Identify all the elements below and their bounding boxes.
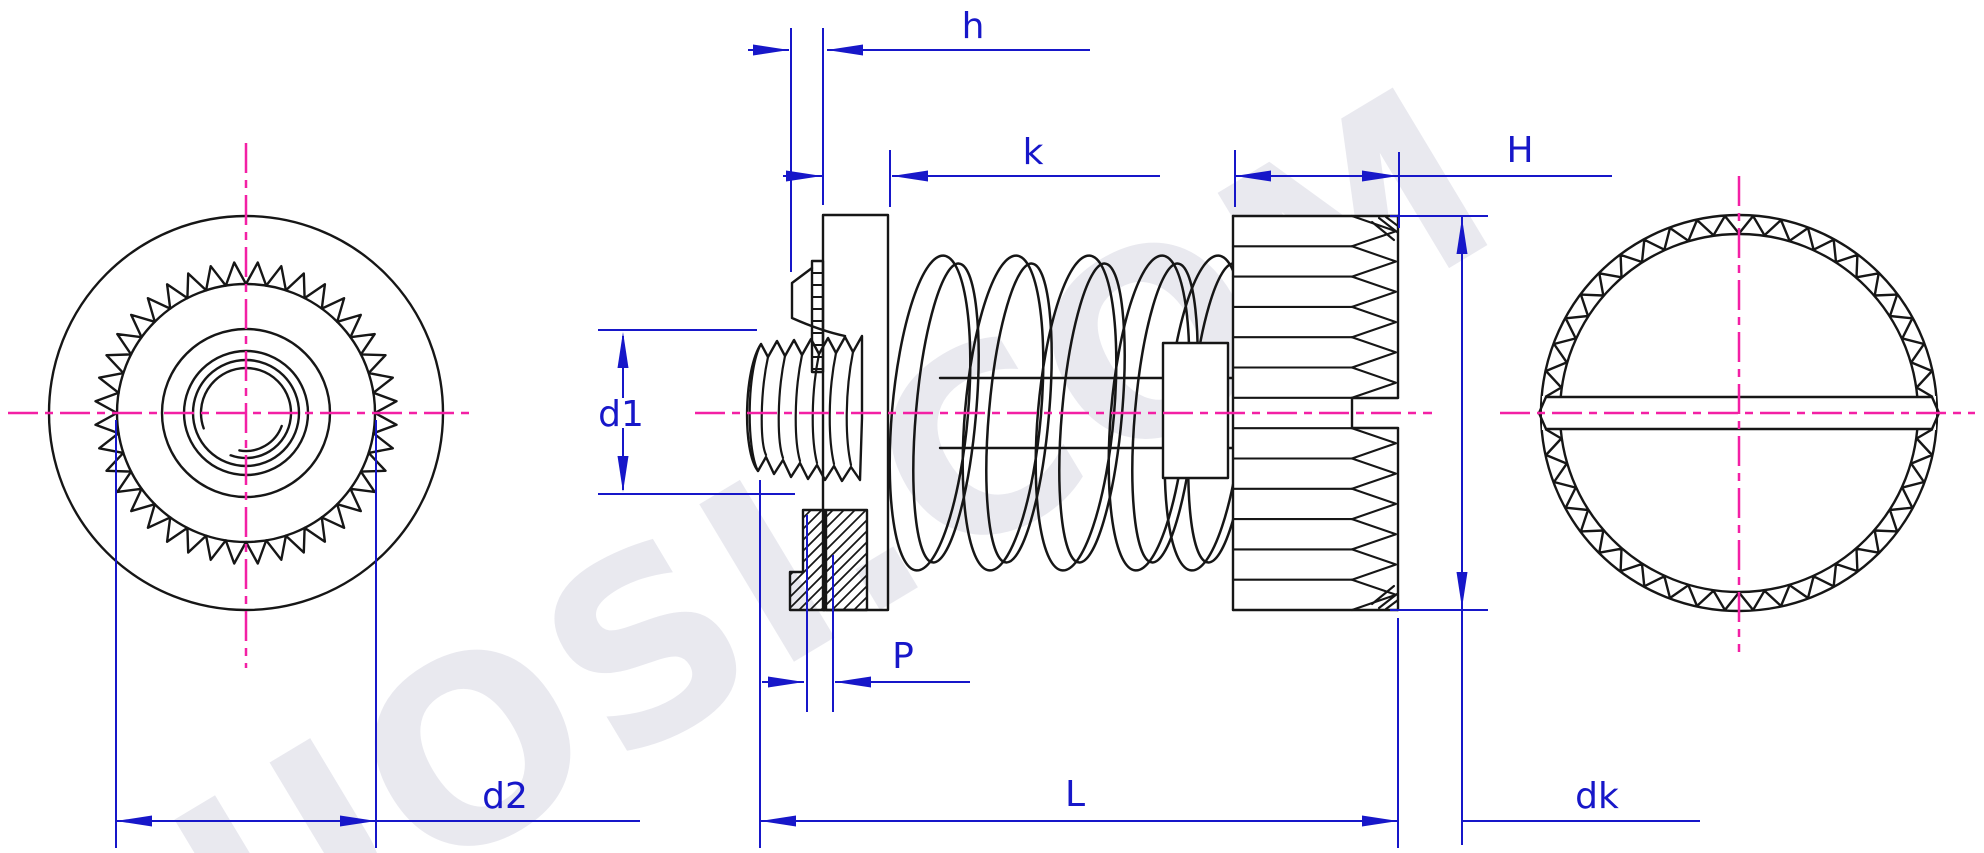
thread-in-hole [810, 259, 825, 374]
dim-label-k: k [1023, 132, 1044, 173]
knurled-head [1231, 214, 1400, 612]
dim-label-P: P [892, 636, 914, 677]
dim-label-d1: d1 [598, 394, 644, 435]
flange-wedge [790, 266, 847, 338]
dimension-labels: h k H d1 P d2 L dk [482, 6, 1619, 817]
spring-coils [888, 254, 1255, 572]
centerlines [8, 143, 1975, 668]
dimension-arrowheads [116, 44, 1468, 827]
dim-label-H: H [1506, 130, 1533, 171]
spring-end-seat [1161, 341, 1230, 480]
thread-runout-arc [199, 366, 293, 460]
knurl-pattern [1231, 214, 1400, 612]
dim-label-d2: d2 [482, 776, 528, 817]
thread-profile [745, 334, 864, 483]
thread-spiral-tail [238, 424, 283, 453]
dim-label-h: h [962, 6, 985, 47]
compression-spring [888, 254, 1255, 572]
side-view [745, 213, 1400, 612]
section-hatching [826, 510, 867, 610]
thread-in-hole-rungs [811, 272, 824, 370]
dim-label-L: L [1065, 774, 1085, 815]
dim-label-dk: dk [1575, 776, 1619, 817]
dimension-lines [115, 28, 1700, 848]
